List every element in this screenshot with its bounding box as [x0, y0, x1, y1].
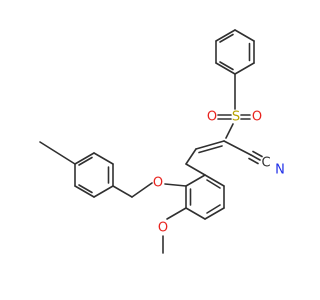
methyl-bond	[39, 141, 76, 165]
phenyl-ring	[215, 29, 255, 75]
methoxy-oxygen-label: O	[158, 221, 168, 236]
bond	[185, 174, 206, 187]
bond	[164, 183, 187, 187]
double-bond	[195, 140, 225, 150]
acrylonitrile-fragment: C N	[185, 140, 285, 178]
sulfonyl-group: S O O	[207, 73, 262, 139]
aromatic-inner-bond	[219, 33, 234, 43]
methoxy-group: O	[158, 207, 187, 254]
bond	[215, 62, 236, 75]
bond	[166, 207, 187, 220]
triple-bond	[250, 154, 261, 161]
sulfonyl-oxygen-right-label: O	[252, 110, 262, 125]
double-bond	[198, 145, 223, 154]
bond	[204, 174, 225, 187]
bond	[225, 123, 234, 139]
sulfur-atom-label: S	[232, 110, 240, 125]
bond	[234, 29, 255, 42]
aromatic-inner-bond	[206, 179, 221, 189]
bond	[185, 207, 206, 220]
bond	[204, 207, 225, 220]
triple-bond	[252, 150, 263, 158]
bond	[185, 163, 206, 176]
bond	[93, 185, 114, 198]
bond	[131, 182, 153, 198]
central-benzene-ring	[185, 163, 225, 220]
bond	[234, 62, 255, 75]
bond	[215, 29, 236, 42]
aromatic-inner-bond	[78, 156, 93, 166]
aromatic-inner-bond	[206, 204, 221, 214]
bond	[93, 152, 114, 165]
bond	[74, 185, 95, 198]
sulfonyl-oxygen-left-label: O	[207, 110, 217, 125]
tolyl-ring	[39, 141, 114, 198]
bond	[112, 185, 133, 198]
bond	[223, 140, 252, 156]
aromatic-inner-bond	[78, 184, 93, 194]
bond	[74, 152, 95, 165]
molecule-diagram: S O O C N O	[39, 29, 285, 254]
bond	[185, 148, 197, 165]
nitrile-nitrogen-label: N	[275, 163, 285, 178]
benzyloxy-group: O	[112, 176, 187, 198]
ether-oxygen-label: O	[153, 176, 163, 191]
triple-bond	[248, 157, 259, 165]
nitrile-carbon-label: C	[261, 156, 270, 171]
aromatic-inner-bond	[219, 61, 234, 71]
